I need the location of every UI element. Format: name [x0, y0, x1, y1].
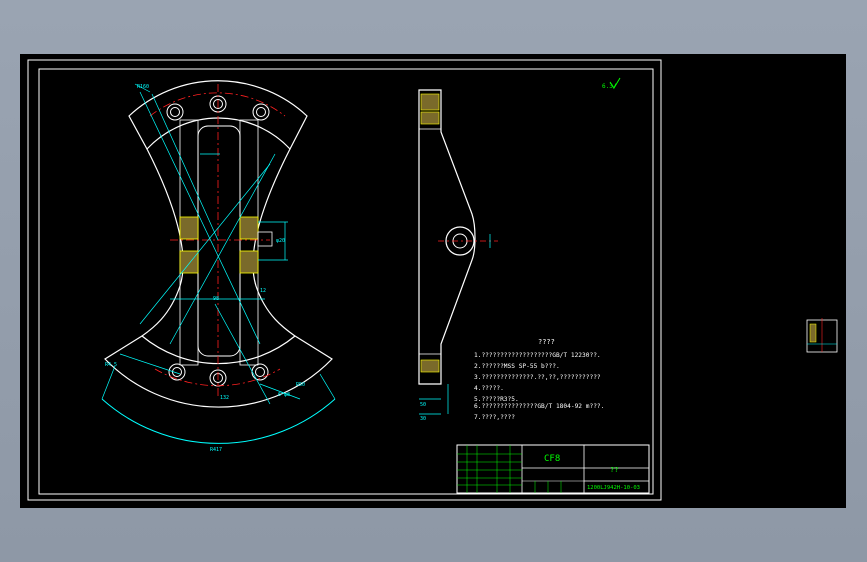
- dim-lines: [101, 83, 336, 405]
- roughness-symbol: 6.3/: [602, 77, 621, 90]
- side-bore: [257, 231, 273, 247]
- dim-width: 98: [213, 296, 219, 302]
- left-waist: [141, 148, 184, 337]
- dim-bottom-note: R50: [296, 382, 305, 388]
- side-hatch-top: [420, 93, 440, 111]
- title-material: CF8: [544, 454, 560, 464]
- dim-angle: 12: [260, 288, 266, 294]
- dim-bore: φ20: [276, 238, 285, 244]
- dim-side-a: 50: [420, 402, 426, 408]
- side-profile: [418, 89, 476, 385]
- bottom-sector: [104, 335, 333, 408]
- note-7: 7.????,????: [474, 414, 515, 421]
- bolt-holes: [166, 95, 270, 387]
- hatch-boss-lr: [239, 250, 259, 274]
- right-waist: [252, 148, 296, 337]
- top-sector: [128, 80, 308, 151]
- dim-length: 132: [220, 395, 229, 401]
- note-6: 6.???????????????GB/T 1804-92 m???.: [474, 403, 604, 410]
- hatch-boss-ll: [179, 250, 199, 274]
- drawing-svg: R160 R417 R4.5 R50 6*φ8 φ20 12 132 98: [27, 59, 838, 501]
- side-hatch-bottom: [420, 359, 440, 373]
- left-rib: [179, 119, 199, 366]
- dim-labels: R160 R417 R4.5 R50 6*φ8 φ20 12 132 98: [105, 84, 305, 453]
- note-2: 2.??????MSS SP-55 b???.: [474, 363, 560, 370]
- centerlines: [149, 84, 286, 399]
- center-slot: [197, 125, 241, 357]
- dim-left-r: R4.5: [105, 362, 117, 368]
- side-boss: [445, 226, 475, 256]
- roughness-mark: 6.3/: [602, 83, 617, 90]
- technical-notes: ???? 1.???????????????????GB/T 12230??. …: [474, 338, 604, 421]
- notes-title: ????: [538, 338, 555, 346]
- note-4: 4.?????.: [474, 385, 504, 392]
- dim-top-left: R160: [137, 84, 149, 90]
- note-5: 5.?????R3?5.: [474, 396, 519, 403]
- dim-hole: 6*φ8: [278, 392, 290, 398]
- title-part-name: ??: [610, 466, 618, 474]
- title-block[interactable]: CF8 ?? 1200LJ942H-10-03: [456, 444, 650, 494]
- note-3: 3.??????????????.??,??,???????????: [474, 374, 601, 381]
- outer-frame: [27, 59, 662, 501]
- hatch-boss-ul: [179, 216, 199, 240]
- outer-arc-dim: [101, 398, 336, 444]
- front-view: R160 R417 R4.5 R50 6*φ8 φ20 12 132 98: [101, 80, 336, 453]
- hatch-boss-ur: [239, 216, 259, 240]
- title-drawing-no: 1200LJ942H-10-03: [587, 485, 640, 491]
- dim-arc-span: R417: [210, 447, 222, 453]
- drawing-canvas[interactable]: R160 R417 R4.5 R50 6*φ8 φ20 12 132 98: [20, 54, 846, 508]
- dim-side-b: 30: [420, 416, 426, 422]
- inner-frame: [38, 68, 654, 495]
- note-1: 1.???????????????????GB/T 12230??.: [474, 352, 601, 359]
- detached-detail: [806, 318, 838, 353]
- side-hatch-top2: [420, 111, 440, 125]
- side-view: 50 30: [418, 89, 498, 422]
